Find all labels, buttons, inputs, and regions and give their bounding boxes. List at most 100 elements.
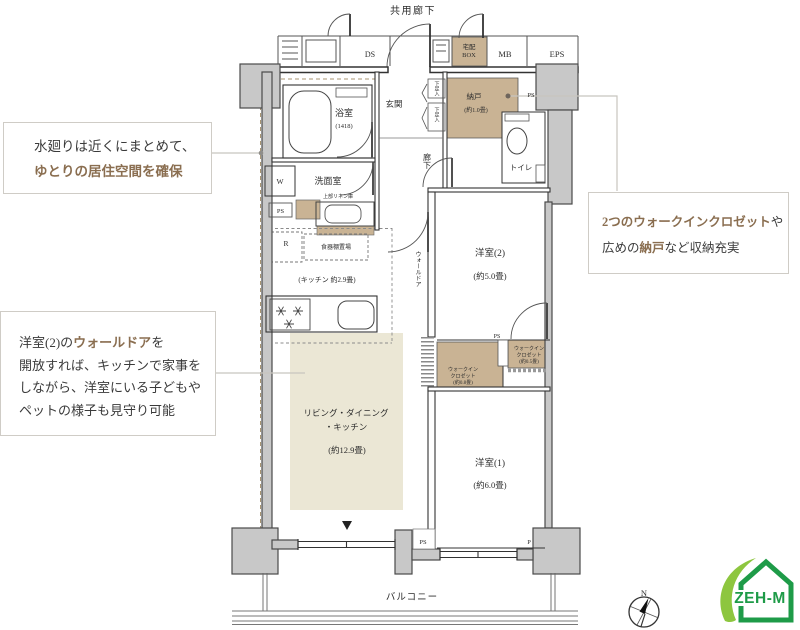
toilet-room-outline <box>501 111 546 184</box>
label-wic-left-2: クロゼット <box>450 373 475 380</box>
label-ps-left: PS <box>277 208 285 215</box>
label-ldk-1: リビング・ダイニング <box>303 408 389 418</box>
zehm-logo: ZEH-M <box>720 558 794 623</box>
label-washer: W <box>276 177 284 186</box>
pier-bottom-middle <box>394 529 413 575</box>
door-swings-interior <box>336 121 548 340</box>
wall-hall-bath <box>374 71 380 231</box>
callout-walldoor-l1b: ウォールドア <box>73 335 152 350</box>
toilet-tank <box>504 113 530 122</box>
toilet-bowl <box>506 127 528 155</box>
label-ps-mid: PS <box>494 334 501 340</box>
label-entrance: 玄関 <box>385 99 402 109</box>
unit-boundary-dashed <box>253 78 375 540</box>
label-ldk-size: (約12.9畳) <box>328 445 366 455</box>
ldk-floor-area <box>290 333 403 510</box>
door-leaves-interior <box>371 122 548 339</box>
logo-house-icon <box>738 558 794 623</box>
door-swings-top <box>327 13 484 68</box>
callout-storage-line1: 2つのウォークインクロゼットや <box>602 209 788 235</box>
wic-left-area <box>436 341 504 388</box>
label-refrigerator: R <box>283 239 288 248</box>
label-bath: 浴室 <box>335 107 353 118</box>
entry-direction-marker <box>342 521 352 530</box>
wall-stem-right <box>547 109 573 205</box>
label-mb: MB <box>498 49 512 59</box>
column-bottom-right <box>532 527 581 575</box>
callout-walldoor-l1c: を <box>151 335 165 350</box>
label-shoe-box-upper: 下足入 <box>434 81 440 96</box>
compass-needle-tail <box>640 613 646 627</box>
callout-storage-l2b: 納戸 <box>639 241 665 255</box>
label-toilet: トイレ <box>510 163 533 172</box>
label-washroom: 洗面室 <box>314 175 341 186</box>
toilet-cabinet <box>535 164 546 183</box>
bottom-wall-y1-left <box>411 548 441 561</box>
ps-shaft-left <box>268 202 293 218</box>
structural-walls <box>231 63 581 575</box>
cupboard-space-box <box>303 233 369 261</box>
balcony-dividers <box>262 573 556 611</box>
ldk-window <box>297 539 396 550</box>
callout-walldoor-line1: 洋室(2)のウォールドアを <box>19 332 215 355</box>
label-eps: EPS <box>550 49 565 59</box>
shoe-box-lower <box>427 102 446 132</box>
label-common-corridor: 共用廊下 <box>390 4 436 17</box>
label-kitchen-size: (キッチン 約2.9畳) <box>298 275 356 284</box>
wall-left <box>261 71 273 543</box>
callout-storage: 2つのウォークインクロゼットや 広めの納戸など収納充実 <box>588 192 789 274</box>
compass-needle-icon <box>639 598 649 614</box>
label-storage-room: 納戸 <box>467 91 482 101</box>
callout-walldoor-l1a: 洋室(2)の <box>19 335 74 350</box>
kitchen-open-boundary-dashed <box>264 228 393 344</box>
vanity-outline <box>315 201 375 227</box>
callout-walldoor: 洋室(2)のウォールドアを 開放すれば、キッチンで家事を しながら、洋室にいる子… <box>0 311 216 436</box>
delivery-box-area <box>451 36 488 67</box>
bottom-wall-ldk <box>271 539 299 550</box>
wall-ldk-y1 <box>427 389 436 549</box>
label-cupboard: 食器棚置場 <box>321 243 351 251</box>
label-wic-right-size: (約0.5畳) <box>519 358 539 365</box>
label-linen: 上部リネン庫 <box>323 193 353 200</box>
wall-y2-top <box>427 187 551 193</box>
compass-north-label: N <box>641 588 647 598</box>
callout-storage-l2a: 広めの <box>602 241 640 255</box>
callout-storage-l2c: など収納充実 <box>664 241 740 255</box>
label-delivery-box-2: BOX <box>462 52 476 59</box>
ps-shaft-mid <box>497 339 509 367</box>
wall-bath-senmen <box>271 157 376 163</box>
column-bottom-left <box>231 527 279 575</box>
label-wic-left-size: (約0.8畳) <box>453 379 473 386</box>
callout-walldoor-line3: しながら、洋室にいる子どもや <box>19 380 202 395</box>
bath-counter <box>335 87 368 98</box>
label-ps-top: PS <box>527 92 535 99</box>
label-wic-left-1: ウォークイン <box>448 366 478 373</box>
bathroom-outline <box>282 84 373 159</box>
callout-walldoor-line2: 開放すれば、キッチンで家事を <box>19 357 202 373</box>
washer-space <box>264 165 296 197</box>
compass: N <box>628 588 660 628</box>
callout-storage-l1a: 2つのウォークインクロゼット <box>602 215 771 229</box>
label-ds: DS <box>365 50 375 59</box>
door-leaves-top <box>349 14 484 67</box>
callout-water-area: 水廻りは近くにまとめて、 ゆとりの居住空間を確保 <box>3 122 212 194</box>
label-ldk-2: ・キッチン <box>325 422 368 432</box>
shoe-box-upper <box>427 78 446 99</box>
label-wic-right-1: ウォークイン <box>514 345 544 352</box>
balcony-railing <box>232 610 578 625</box>
label-bath-size: (1418) <box>335 123 352 130</box>
wall-right <box>544 201 553 529</box>
label-hallway: 廊下 <box>423 152 432 170</box>
y1-window <box>439 549 518 560</box>
label-storage-room-size: (約1.0畳) <box>464 106 488 114</box>
ps-shaft-bottom <box>412 528 436 550</box>
wall-closet-y1 <box>427 386 551 392</box>
column-top-right <box>535 63 579 111</box>
kitchen-sink <box>337 300 375 330</box>
callout-water-line1: 水廻りは近くにまとめて、 <box>34 139 196 154</box>
common-corridor-compartments <box>277 35 579 66</box>
column-top-left <box>239 63 281 109</box>
label-bedroom2: 洋室(2) <box>475 247 505 259</box>
